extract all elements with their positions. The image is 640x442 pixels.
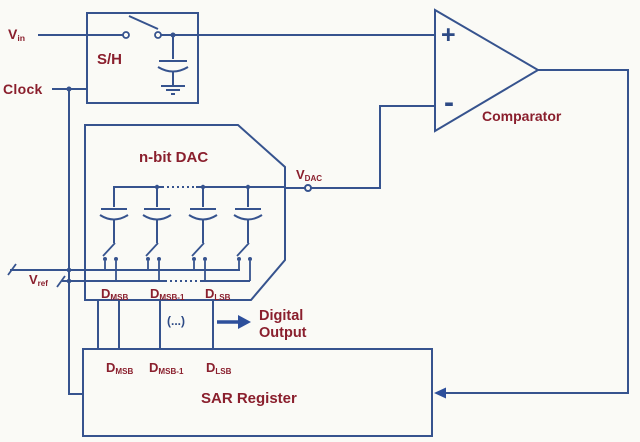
clock-label: Clock [3,81,43,97]
comparator-label: Comparator [482,108,562,124]
vdac-label: VDAC [296,167,323,183]
comparator-minus-input: - [444,86,454,119]
clock-wire [52,86,87,395]
sar-bit-msb-label: DMSB [106,360,134,376]
sar-bit-lsb-label: DLSB [206,360,232,376]
dac-capacitors [99,187,263,243]
bus-slash-icon [56,275,66,288]
dac-capacitor-icon [99,187,263,243]
dac-title-label: n-bit DAC [139,149,209,166]
feedback-arrowhead-icon [434,387,446,399]
ellipsis-label: (...) [167,314,185,328]
dac-outline [84,124,286,301]
ground-icon [161,85,185,95]
sampling-switch-icon [122,15,162,39]
bus-slash-icon [7,263,17,276]
vdac-node-icon [304,184,312,192]
vin-label: Vin [8,26,26,44]
feedback-wire [434,69,629,399]
sar-register-box [82,348,433,437]
comparator-plus-input: + [441,21,456,49]
sar-register-label: SAR Register [201,390,297,407]
sar-bit-msb1-label: DMSB-1 [149,360,184,376]
bit-lines [97,300,214,349]
digital-output-arrow-icon [217,315,251,329]
dac-bit-switches [102,242,252,281]
hold-capacitor-icon [157,32,189,85]
dac-bit-lsb-label: DLSB [205,286,231,302]
comparator-triangle-icon [434,8,540,133]
vref-label: Vref [29,272,48,288]
digital-output-label: Digital Output [259,308,307,341]
sample-hold-box [86,12,199,104]
vref-bus-wires [7,263,250,288]
dac-bit-msb1-label: DMSB-1 [150,286,185,302]
sample-hold-label: S/H [97,51,123,68]
vdac-wire [285,105,435,192]
dac-bit-msb-label: DMSB [101,286,129,302]
dac-top-rail [113,184,285,207]
